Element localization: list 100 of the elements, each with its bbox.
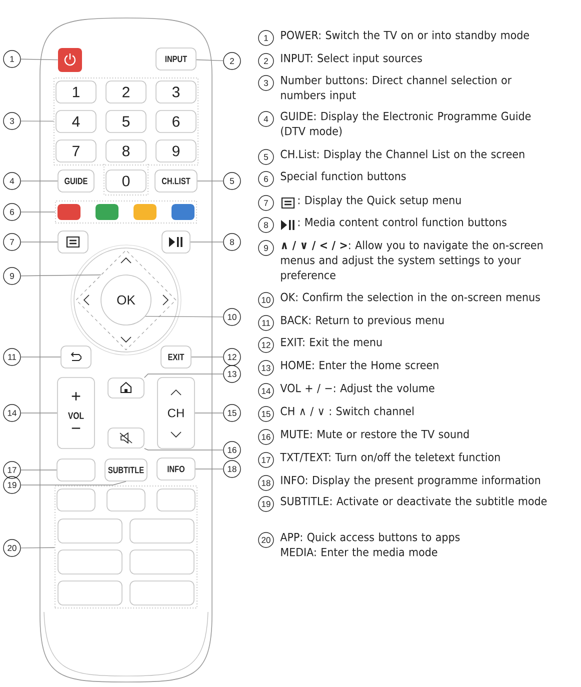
callout-number: 1	[3, 50, 21, 68]
callout-number: 19	[3, 476, 21, 494]
leader-line	[144, 374, 224, 378]
number-button: 3	[156, 80, 196, 104]
navigation-pad	[76, 250, 176, 350]
description-text: OK: Confirm the selection in the on-screen menus	[280, 292, 540, 302]
blank-button	[130, 518, 194, 544]
menu-button	[58, 230, 88, 254]
blank-button	[58, 550, 122, 574]
power-button	[58, 48, 82, 72]
back-button	[60, 346, 92, 368]
description-text: INFO: Display the present programme information	[281, 476, 540, 486]
description-text: Number buttons: Direct channel selection or numbers input	[281, 76, 512, 102]
leader-line	[20, 180, 58, 182]
input-button: INPUT	[156, 48, 196, 70]
leader-line	[20, 274, 102, 276]
description-text: MUTE: Mute or restore the TV sound	[281, 430, 469, 438]
number-button: 2	[106, 80, 146, 104]
blank-button	[58, 580, 122, 606]
callout-number: 14	[3, 404, 21, 422]
blank-button	[130, 580, 194, 606]
exit-button: EXIT	[160, 346, 192, 368]
callout-number: 15	[223, 404, 241, 422]
color-button	[134, 204, 156, 220]
blank-button	[156, 488, 196, 512]
leader-line	[194, 412, 224, 414]
blank-button	[58, 518, 122, 544]
callout-number: 9	[3, 267, 21, 285]
leader-line	[20, 356, 61, 358]
leader-line	[144, 448, 224, 450]
callout-number: 4	[3, 172, 21, 190]
number-button: 7	[56, 140, 96, 162]
leader-line	[20, 58, 58, 60]
description-text: INPUT: Select input sources	[281, 54, 422, 64]
leader-line	[20, 120, 54, 122]
description-text: HOME: Enter the Home screen	[281, 360, 438, 370]
leader-line	[196, 59, 224, 62]
number-button: 8	[106, 140, 146, 162]
description-text: GUIDE: Display the Electronic Programme Guide (DTV mode)	[280, 112, 531, 137]
color-button	[58, 204, 80, 220]
callout-number: 7	[3, 233, 21, 251]
callout-number: 3	[3, 112, 21, 130]
callout-number: 2	[223, 52, 241, 70]
callout-number: 13	[223, 365, 241, 383]
mute-button	[108, 428, 144, 448]
description-text: EXIT: Exit the menu	[281, 338, 382, 346]
button-group-outline	[55, 200, 197, 224]
description-text: APP: Quick access buttons to apps	[280, 532, 460, 544]
info-button: INFO	[156, 458, 196, 480]
button-group-outline	[54, 486, 198, 608]
blank-button	[56, 458, 96, 482]
callout-number: 6	[3, 203, 21, 221]
leader-line	[20, 412, 58, 414]
guide-button: GUIDE	[58, 170, 94, 192]
description-text: MEDIA: Enter the media mode	[281, 548, 438, 556]
callout-number: 10	[223, 308, 241, 326]
description-text: BACK: Return to previous menu	[281, 316, 444, 326]
number-button: 9	[156, 140, 196, 162]
description-text: VOL + / −: Adjust the volume	[280, 384, 434, 394]
volume-button: + VOL −	[57, 377, 95, 449]
leader-line	[20, 547, 55, 548]
description-text: TXT/TEXT: Turn on/off the teletext function	[280, 452, 500, 462]
number-button: 0	[106, 170, 146, 192]
color-button	[96, 204, 118, 220]
description-text: CH.List: Display the Channel List on the screen	[280, 150, 524, 160]
description-text: : Media content control function buttons	[298, 218, 506, 226]
home-button	[108, 378, 144, 398]
callout-number: 11	[3, 348, 21, 366]
blank-button	[130, 550, 194, 574]
description-text: : Display the Quick setup menu	[298, 196, 461, 206]
leader-line	[191, 356, 224, 358]
leader-line	[20, 481, 126, 486]
channel-list-button: CH.LIST	[154, 170, 198, 192]
leader-line	[197, 180, 224, 182]
leader-line	[195, 468, 224, 470]
blank-button	[56, 488, 96, 512]
description-text: ∧ / ∨ / < / >: Allow you to navigate the on-screen menus and adjust the system settings to your preference	[281, 240, 542, 282]
callout-number: 16	[223, 441, 241, 459]
callout-number: 20	[3, 539, 21, 557]
subtitle-button: SUBTITLE	[104, 458, 148, 482]
callout-number: 12	[223, 348, 241, 366]
leader-line	[145, 316, 224, 318]
callout-number: 18	[223, 460, 241, 478]
number-button: 1	[56, 80, 96, 104]
description-text: POWER: Switch the TV on or into standby mode	[281, 30, 529, 42]
number-button: 5	[106, 110, 146, 133]
blank-button	[106, 488, 146, 512]
number-button: 6	[156, 110, 196, 133]
play-pause-button	[162, 230, 190, 254]
callout-number: 5	[223, 172, 241, 190]
callout-number: 8	[223, 233, 241, 251]
description-text: CH ∧ / ∨ : Switch channel	[280, 406, 414, 416]
description-text: SUBTITLE: Activate or deactivate the subtitle mode	[280, 496, 547, 506]
number-button: 4	[56, 110, 96, 133]
ok-button: OK	[100, 274, 152, 326]
description-text: Special function buttons	[280, 172, 406, 182]
color-button	[172, 204, 194, 220]
channel-button: CH	[157, 377, 195, 449]
button-group-outline	[54, 78, 198, 196]
callout-number: 17	[3, 461, 21, 479]
